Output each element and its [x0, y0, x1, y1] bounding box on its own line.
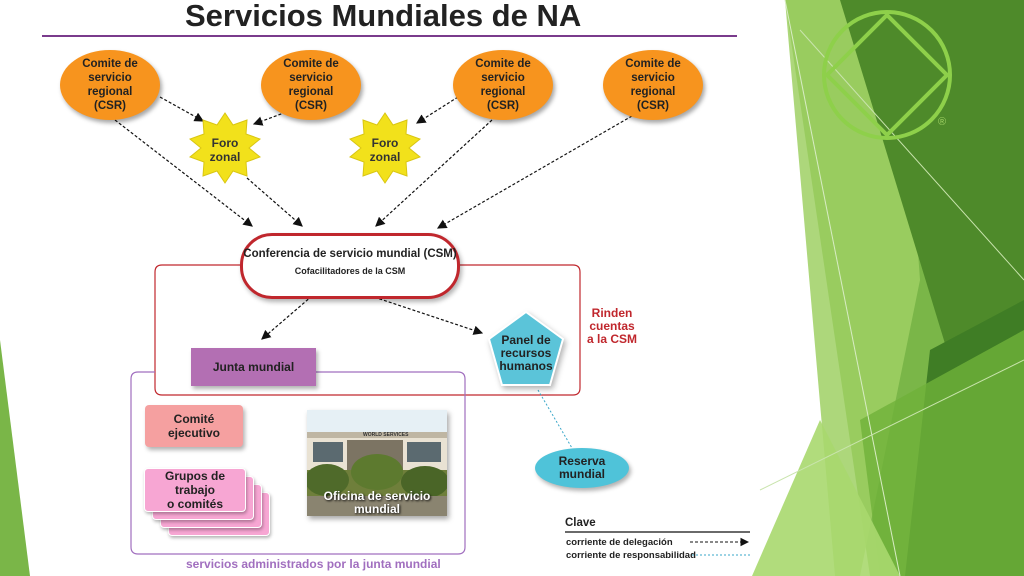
responsibility-line — [538, 390, 572, 448]
csm-title: Conferencia de servicio mundial (CSM) — [243, 248, 457, 260]
arrow-csm-junta — [262, 296, 312, 339]
arrow-csr4-csm — [438, 116, 632, 228]
legend-delegation-label: corriente de delegación — [566, 537, 673, 548]
legend-title: Clave — [565, 517, 596, 529]
arrow-csr3-foro2 — [417, 97, 458, 123]
legend-responsibility-label: corriente de responsabilidad — [566, 550, 696, 561]
junta-mundial-box: Junta mundial — [191, 348, 316, 386]
photo-sign-text: WORLD SERVICES — [363, 432, 408, 438]
arrow-csm-panel — [365, 294, 482, 333]
arrow-csr1-foro1 — [160, 97, 203, 121]
world-board-services-label: servicios administrados por la junta mun… — [186, 557, 441, 571]
csm-box: Conferencia de servicio mundial (CSM) Co… — [240, 233, 460, 299]
arrow-foro1-csm — [247, 178, 302, 226]
csm-subtitle: Cofacilitadores de la CSM — [243, 266, 457, 276]
